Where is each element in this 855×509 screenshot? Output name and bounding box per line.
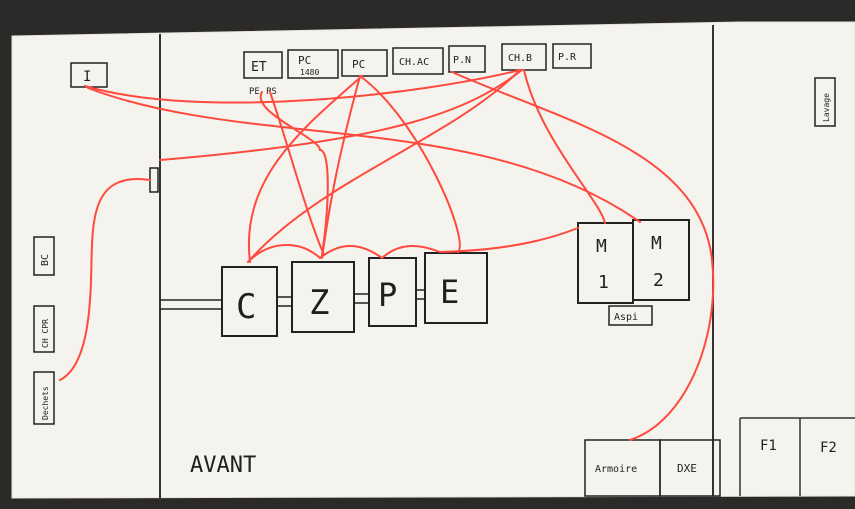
wire-group	[59, 69, 715, 441]
machine-line: C Z P E	[160, 252, 488, 337]
front-label: AVANT	[190, 453, 256, 478]
label-i: I	[83, 69, 91, 85]
label-lavage: Lavage	[822, 93, 831, 122]
label-p-r: P.R	[558, 52, 577, 63]
wire-pn-armoire	[451, 71, 715, 441]
dxe-box	[659, 439, 721, 497]
wire-pc-z	[321, 75, 361, 259]
label-et: ET	[251, 60, 267, 75]
machine-e-label: E	[440, 273, 459, 311]
label-dechets: Dechets	[41, 386, 50, 420]
label-box-et	[243, 51, 283, 79]
wire-i-m2	[87, 87, 641, 223]
motor-m1-letter: M	[596, 236, 607, 257]
label-bc: BC	[40, 254, 51, 266]
wire-bracket-dechets	[59, 178, 151, 381]
motor-m2-letter: M	[651, 233, 662, 254]
label-box-p-r	[552, 43, 592, 69]
wire-ps-z	[269, 91, 325, 256]
paper-sheet	[11, 21, 855, 499]
label-box-p-n	[448, 45, 486, 73]
motor-m1-number: 1	[598, 272, 609, 293]
label-1480: 1480	[300, 68, 319, 77]
wire-pc-c	[247, 75, 363, 263]
motor-m2-box	[632, 219, 690, 301]
armoire-label: Armoire	[595, 464, 637, 475]
f2-label: F2	[820, 440, 837, 456]
label-box-ch-ac	[392, 47, 444, 75]
wire-pe-z	[259, 91, 329, 256]
label-pc-1: PC	[298, 54, 311, 67]
wire-chb-c	[247, 69, 521, 263]
left-panel-labels: I BC CH CPR Dechets	[33, 62, 159, 425]
machine-c-box	[221, 266, 278, 337]
machine-z-box	[291, 261, 355, 333]
label-ch-cpr: CH CPR	[41, 319, 50, 348]
dxe-label: DXE	[677, 462, 697, 475]
wire-chb-wall	[159, 69, 523, 161]
machine-c-label: C	[236, 287, 256, 327]
aspi-label: Aspi	[614, 312, 638, 323]
machine-p-box	[368, 257, 417, 327]
label-pc-2: PC	[352, 58, 365, 71]
f1-label: F1	[760, 438, 777, 454]
motor-group: M 1 M 2 Aspi	[577, 219, 690, 326]
machine-e-box	[424, 252, 488, 324]
machine-p-label: P	[378, 276, 397, 314]
label-ch-ac: CH.AC	[399, 57, 429, 68]
label-box-ch-cpr	[33, 305, 55, 353]
aspi-box	[608, 305, 653, 326]
label-ps: PS	[266, 87, 277, 97]
label-box-pc-1480	[287, 49, 339, 79]
label-box-lavage	[814, 77, 836, 127]
motor-m2-number: 2	[653, 270, 664, 291]
label-box-dechets	[33, 371, 55, 425]
wire-chb-m1	[523, 69, 606, 224]
label-p-n: P.N	[453, 55, 471, 66]
bottom-boxes: Armoire DXE F1 F2 AVANT	[190, 438, 837, 497]
label-ch-b: CH.B	[508, 53, 532, 64]
wire-machine-chain	[247, 227, 579, 263]
label-box-pc-2	[341, 49, 388, 77]
machine-z-label: Z	[309, 283, 329, 323]
label-pe: PE	[249, 87, 260, 97]
wire-pc-e	[359, 75, 461, 253]
label-box-bc	[33, 236, 55, 276]
